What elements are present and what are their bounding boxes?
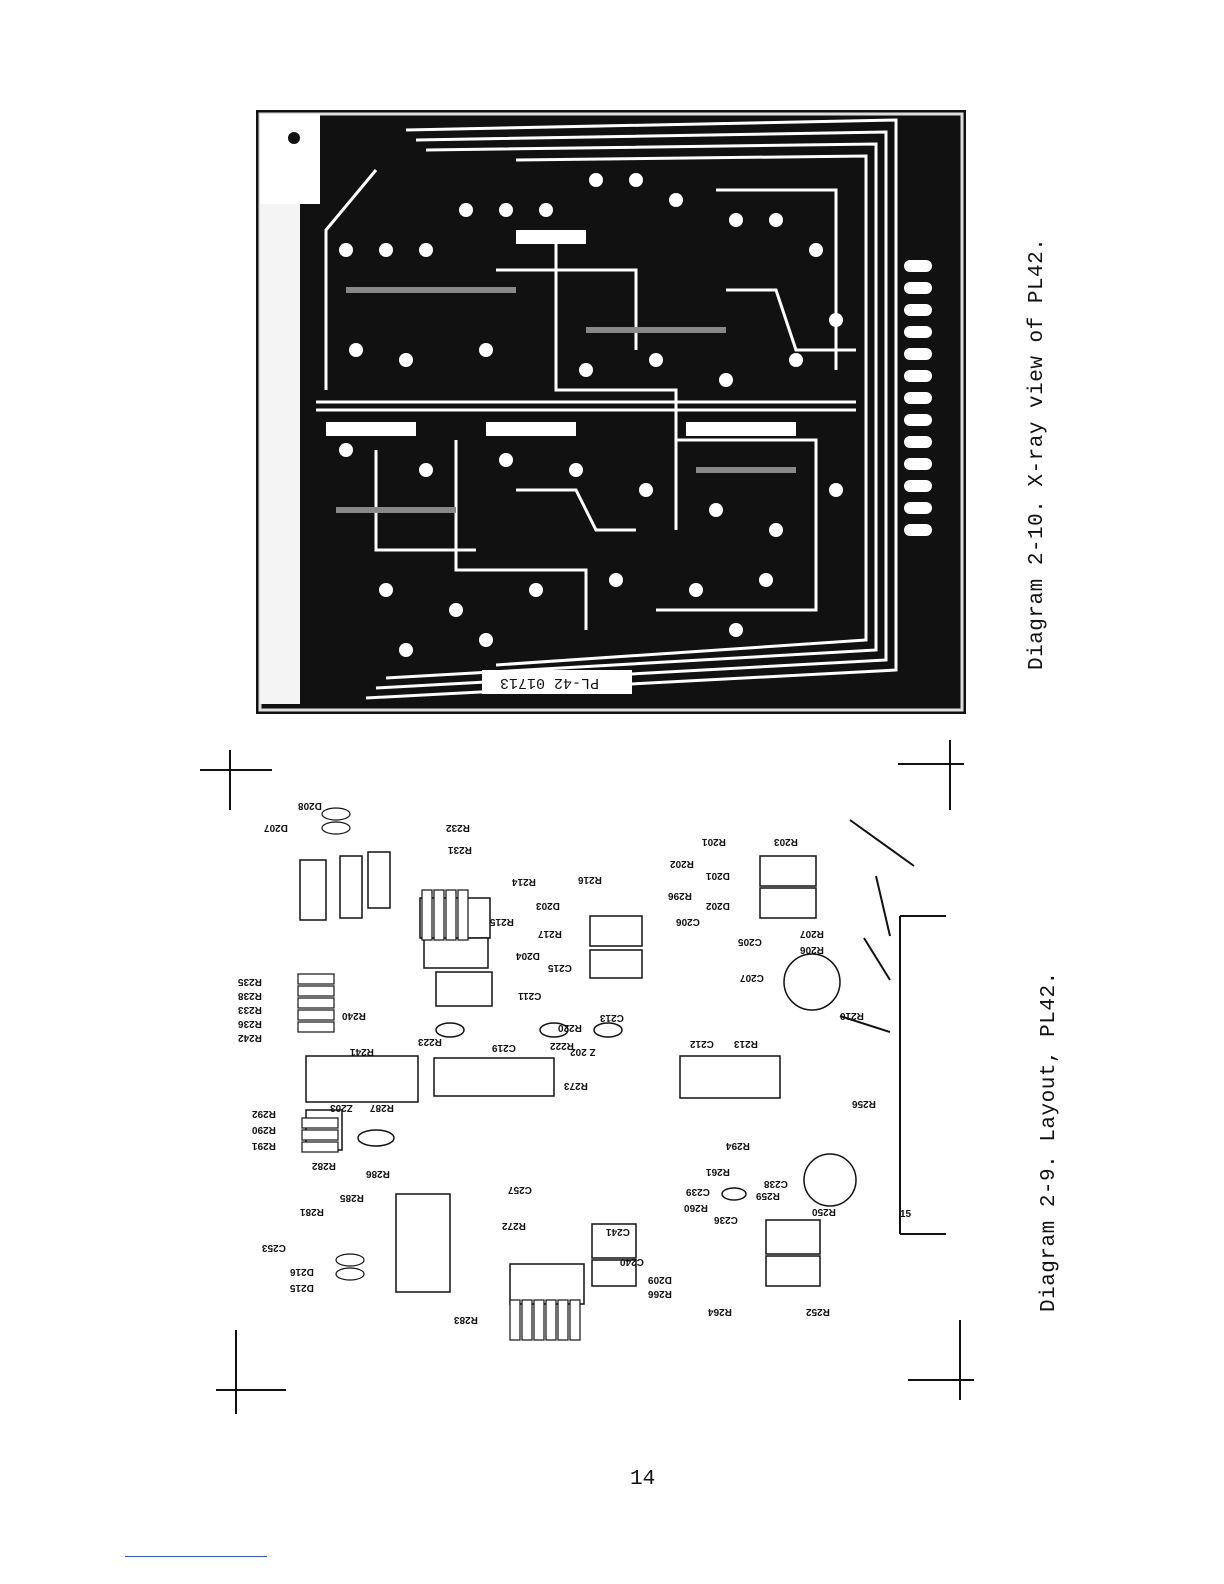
label-z202: C219 — [492, 1042, 516, 1053]
label-r261: R261 — [706, 1166, 730, 1177]
label-c207: C207 — [740, 972, 764, 983]
label-r287: R287 — [370, 1102, 394, 1113]
label-c240: C240 — [620, 1256, 644, 1267]
label-r250: R264 — [708, 1306, 732, 1317]
label-r221: C213 — [600, 1012, 624, 1023]
label-15: 15 — [900, 1209, 912, 1220]
label-r204: R210 — [840, 1010, 864, 1021]
label-d215: D215 — [290, 1282, 314, 1293]
page-number: 14 — [630, 1468, 656, 1491]
label-r220: C211 — [518, 990, 542, 1001]
label-d201: D201 — [706, 870, 730, 881]
label-r264: R266 — [648, 1288, 672, 1299]
label-c239: C239 — [686, 1186, 710, 1197]
board-id-label: PL-42 01713 — [494, 674, 606, 691]
label-r266: D209 — [648, 1274, 672, 1285]
label-r256: R256 — [852, 1098, 876, 1109]
label-r232: R232 — [446, 822, 470, 833]
label-r202: R202 — [670, 858, 694, 869]
label-r281: R281 — [300, 1206, 324, 1217]
label-r252: R252 — [806, 1306, 830, 1317]
label-z203: Z203 — [330, 1102, 353, 1113]
label-d204: D204 — [516, 950, 540, 961]
label-c253: C253 — [262, 1242, 286, 1253]
label-r254: R250 — [812, 1206, 836, 1217]
label-c213: R220 — [558, 1022, 582, 1033]
label-r240: R236 — [238, 1018, 262, 1029]
xray-board-graphic — [256, 110, 966, 714]
label-r285: R285 — [340, 1192, 364, 1203]
label-r273: R273 — [564, 1080, 588, 1091]
label-r291: R291 — [252, 1140, 276, 1151]
xray-board-image: PL-42 01713 — [256, 110, 966, 714]
label-z201: C212 — [690, 1038, 714, 1049]
label-d216: D216 — [290, 1266, 314, 1277]
label-c206: C206 — [676, 916, 700, 927]
label-r223: Z 202 — [570, 1046, 596, 1057]
label-r215: R215 — [490, 916, 514, 927]
label-c205: C205 — [738, 936, 762, 947]
label-r290: R290 — [252, 1124, 276, 1135]
label-c230: R240 — [342, 1010, 366, 1021]
label-c215: C215 — [548, 962, 572, 973]
layout-caption: Diagram 2-9. Layout, PL42. — [1038, 971, 1061, 1312]
label-c231: R241 — [350, 1046, 374, 1057]
label-r241: R242 — [238, 1032, 262, 1043]
label-r259: R259 — [756, 1190, 780, 1201]
label-r282: R282 — [312, 1160, 336, 1171]
label-r231: R231 — [448, 844, 472, 855]
label-r207: R207 — [800, 928, 824, 939]
label-r296: R296 — [668, 890, 692, 901]
label-r216: R216 — [578, 874, 602, 885]
label-r236: R238 — [238, 990, 262, 1001]
layout-diagram-graphic — [200, 740, 974, 1414]
label-r214: R214 — [512, 876, 536, 887]
label-r210: R213 — [734, 1038, 758, 1049]
label-c236: C236 — [714, 1214, 738, 1225]
label-d202: D202 — [706, 900, 730, 911]
label-r260: R260 — [684, 1202, 708, 1213]
label-r233: R235 — [238, 976, 262, 987]
label-d203: D203 — [536, 900, 560, 911]
label-c241: C241 — [606, 1226, 630, 1237]
label-d208: D208 — [298, 800, 322, 811]
label-r201: R201 — [702, 836, 726, 847]
label-r292: R292 — [252, 1108, 276, 1119]
xray-caption: Diagram 2-10. X-ray view of PL42. — [1026, 237, 1049, 670]
layout-diagram: R201 R203 R202 D201 D202 R296 R216 R214 … — [200, 740, 980, 1420]
label-r242: R233 — [238, 1004, 262, 1015]
label-r224: R223 — [418, 1036, 442, 1047]
label-r203: R203 — [774, 836, 798, 847]
label-r217: R217 — [538, 928, 562, 939]
label-d207: D207 — [264, 822, 288, 833]
label-r206: R206 — [800, 944, 824, 955]
footer-link-underline — [125, 1556, 267, 1557]
label-r283: R283 — [454, 1314, 478, 1325]
label-c238: C238 — [764, 1178, 788, 1189]
label-c247: R272 — [502, 1220, 526, 1231]
label-c246: C257 — [508, 1184, 532, 1195]
label-r286: R286 — [366, 1168, 390, 1179]
label-r294: R294 — [726, 1140, 750, 1151]
